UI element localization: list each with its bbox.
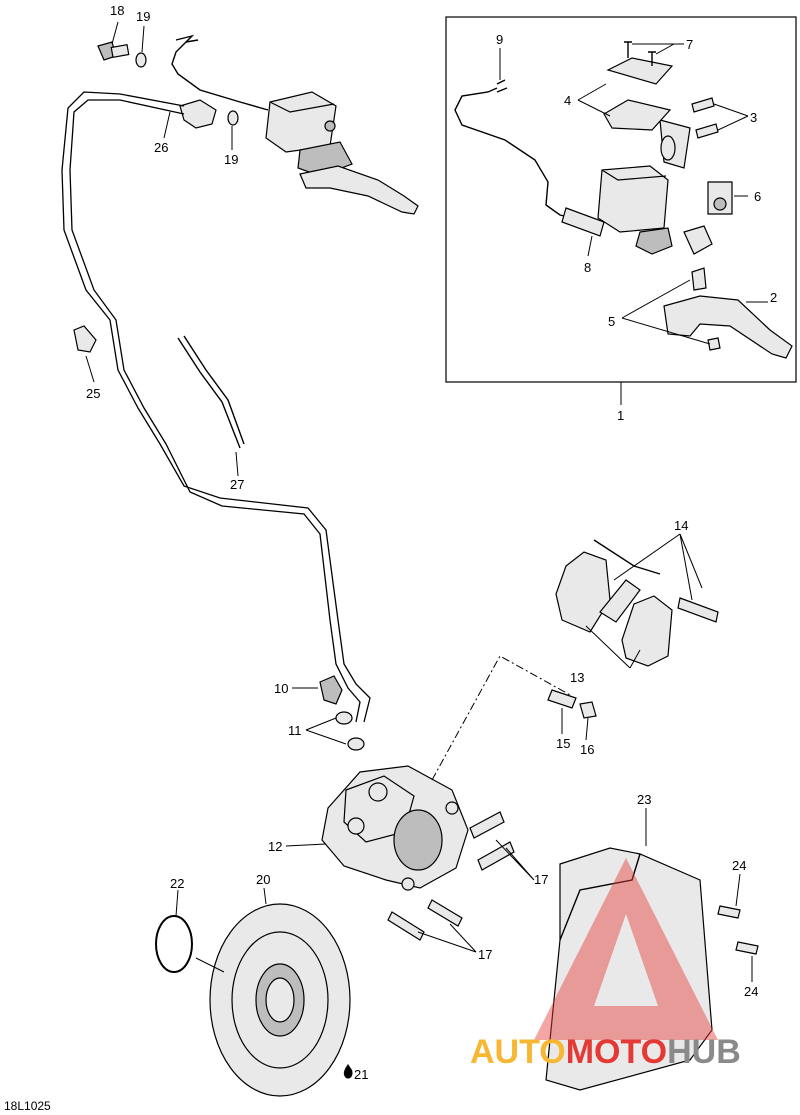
bleeder-screw: [547, 689, 577, 709]
callout-8: 8: [584, 260, 591, 275]
inset-master-cylinder: [597, 119, 691, 255]
callout-20: 20: [256, 872, 270, 887]
callout-21: 21: [354, 1067, 368, 1082]
callout-25: 25: [86, 386, 100, 401]
sealing-washer: [227, 110, 239, 126]
lever-nut: [707, 337, 721, 351]
caliper-bolt: [387, 911, 425, 941]
callout-12: 12: [268, 839, 282, 854]
brake-light-switch: [561, 207, 605, 237]
caliper-bolt: [477, 841, 515, 871]
callout-16: 16: [580, 742, 594, 757]
callout-23: 23: [637, 792, 651, 807]
pad-spring: [599, 579, 641, 623]
warning-triangle-icon: [534, 858, 718, 1040]
callout-11: 11: [288, 723, 302, 738]
callout-24: 24: [732, 858, 746, 873]
brake-hose: [61, 91, 371, 723]
callout-17: 17: [478, 947, 492, 962]
hose-clip: [73, 325, 97, 353]
callout-22: 22: [170, 876, 184, 891]
banjo-fitting: [179, 99, 217, 129]
callout-24: 24: [744, 984, 758, 999]
callout-6: 6: [754, 189, 761, 204]
diaphragm: [603, 99, 672, 131]
inset-brake-lever: [663, 295, 793, 359]
diagram-code: 18L1025: [4, 1099, 51, 1113]
master-cylinder: [265, 91, 353, 177]
callout-10: 10: [274, 681, 288, 696]
brake-disc: [209, 903, 351, 1097]
sealing-washer: [135, 52, 147, 68]
callout-18: 18: [110, 3, 124, 18]
callout-27: 27: [230, 477, 244, 492]
brake-lever: [299, 165, 419, 215]
bleeder-cap: [579, 701, 597, 719]
o-ring: [155, 915, 193, 973]
watermark-text-hub: HUB: [667, 1033, 741, 1071]
watermark-logo: AUTOMOTOHUB: [470, 858, 741, 1071]
callout-26: 26: [154, 140, 168, 155]
watermark-text-moto: MOTO: [566, 1033, 667, 1071]
callout-5: 5: [608, 314, 615, 329]
callout-4: 4: [564, 93, 571, 108]
callout-3: 3: [750, 110, 757, 125]
callout-13: 13: [570, 670, 584, 685]
callout-1: 1: [617, 408, 624, 423]
caliper-bolt: [469, 811, 505, 839]
heat-shield: [545, 847, 713, 1091]
pivot-pin: [691, 267, 707, 291]
callout-7: 7: [686, 37, 693, 52]
callout-19: 19: [136, 9, 150, 24]
brake-pad: [555, 551, 611, 633]
callout-15: 15: [556, 736, 570, 751]
threadlocker-drop-icon: [343, 1064, 353, 1079]
clamp-bolt: [691, 97, 715, 113]
hose-sleeve: [177, 337, 241, 449]
reservoir-cover: [606, 57, 674, 85]
brake-pad: [621, 595, 673, 667]
cover-screw: [624, 41, 632, 58]
cover-screw: [648, 51, 656, 66]
svg-text:AUTOMOTOHUB: AUTOMOTOHUB: [470, 1033, 741, 1071]
callout-2: 2: [770, 290, 777, 305]
caliper-washer: [347, 737, 365, 751]
caliper-washer: [335, 711, 353, 725]
caliper-banjo-bolt: [319, 675, 343, 705]
watermark-text-auto: AUTO: [470, 1033, 566, 1071]
plunger-boot: [683, 225, 713, 255]
shield-bolt: [717, 905, 741, 919]
pad-pin: [677, 597, 719, 623]
shield-bolt: [735, 941, 759, 955]
callout-17: 17: [534, 872, 548, 887]
brake-line-upper: [171, 34, 269, 111]
brake-light-switch-wire: [454, 87, 591, 223]
brake-caliper: [321, 765, 469, 891]
callout-19: 19: [224, 152, 238, 167]
callout-14: 14: [674, 518, 688, 533]
callout-9: 9: [496, 32, 503, 47]
caliper-bolt: [427, 899, 463, 927]
clamp-bolt: [695, 123, 719, 139]
